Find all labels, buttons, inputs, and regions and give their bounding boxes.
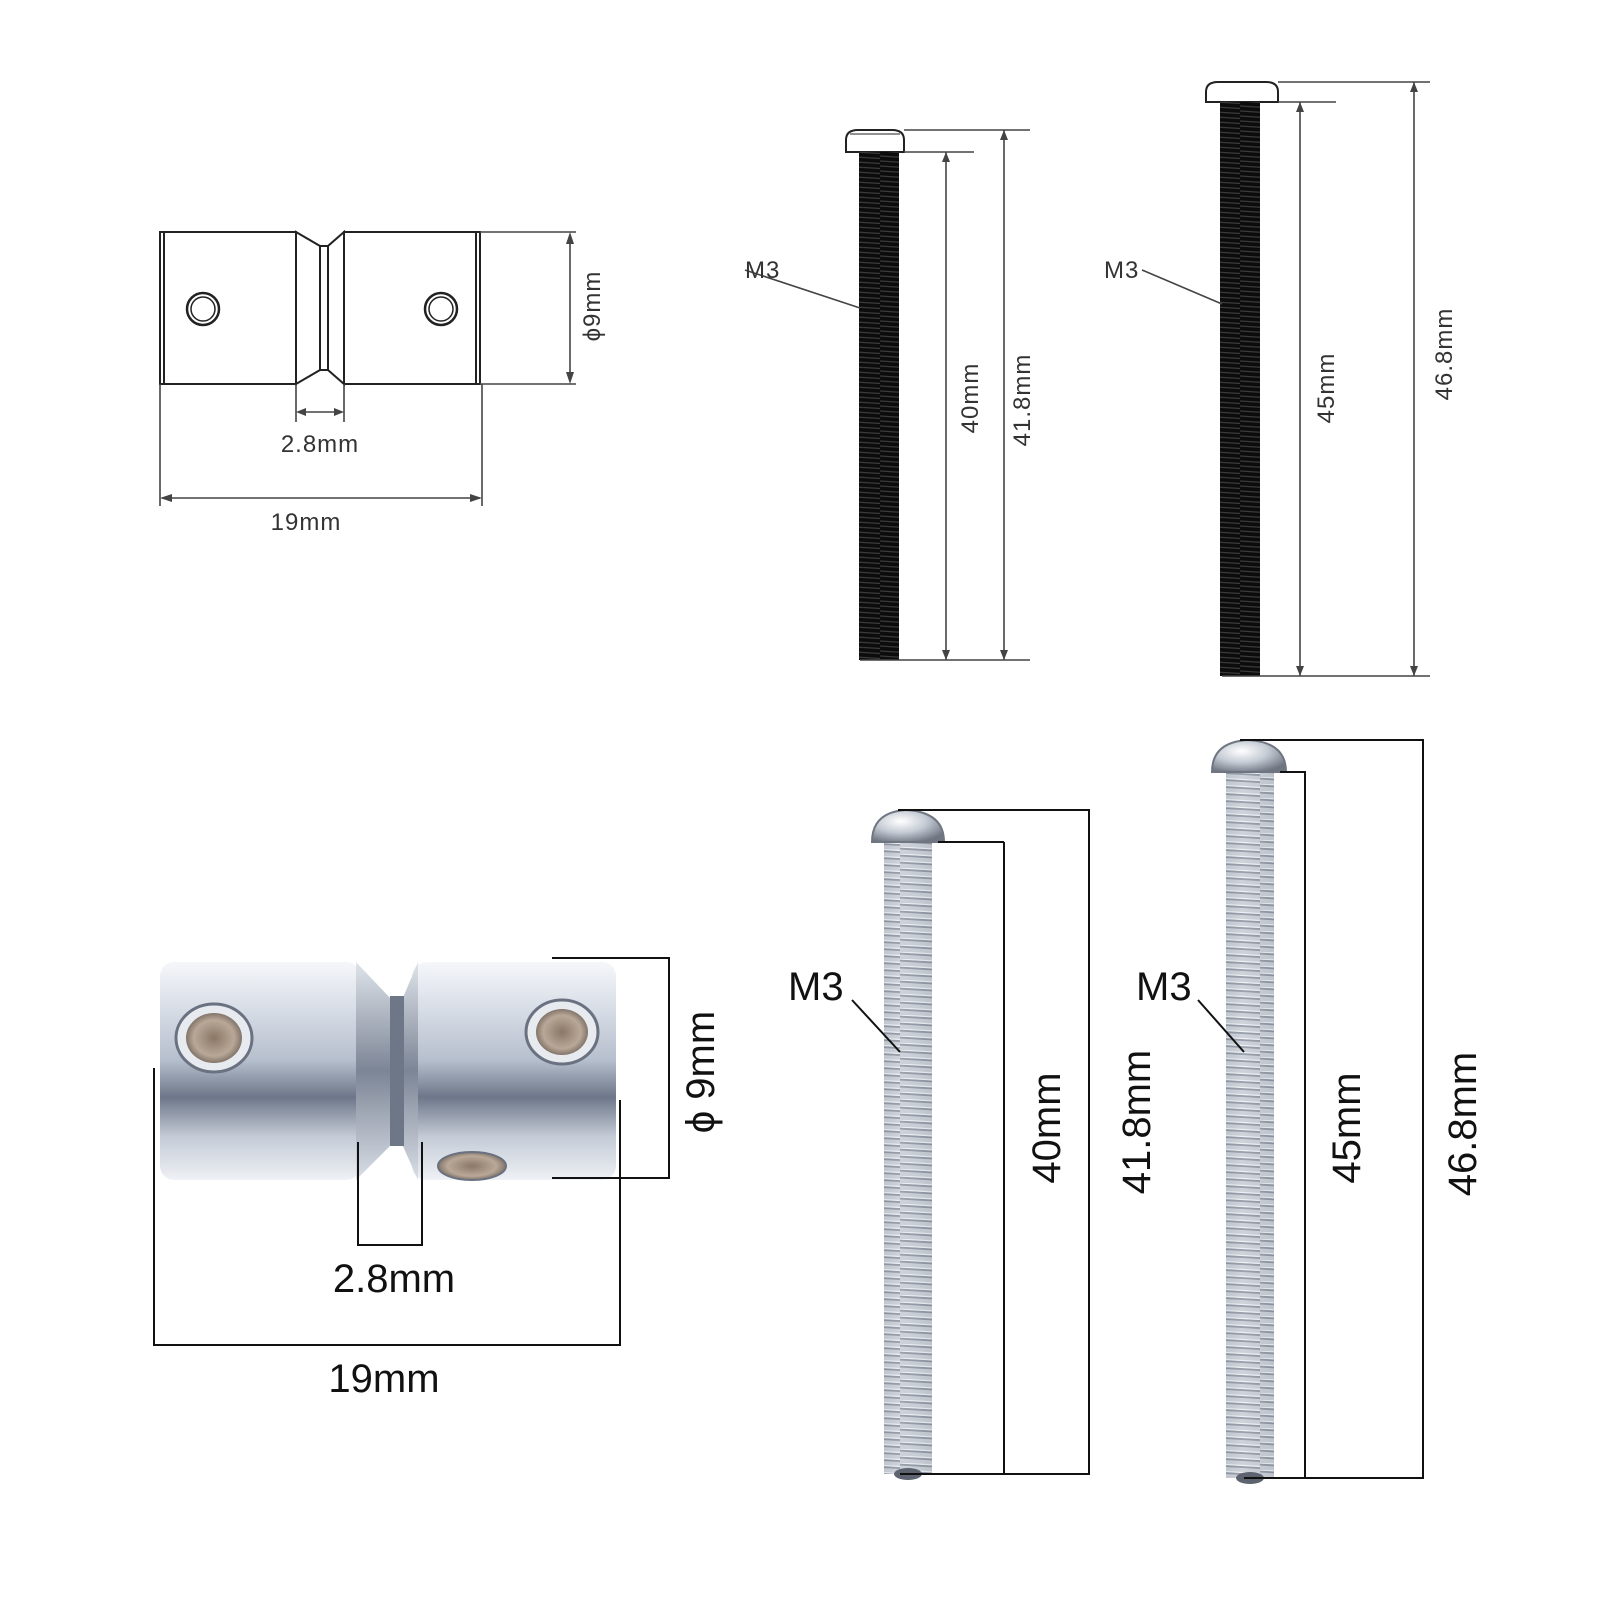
coupler-left-body — [160, 962, 360, 1180]
shank-length-label: 45mm — [1325, 1072, 1369, 1183]
screw-thread — [1220, 102, 1260, 676]
screw-head — [1210, 738, 1288, 773]
photo-screw-short: M3 40mm 41.8mm — [788, 808, 1159, 1480]
coupler-left-body — [159, 231, 297, 385]
total-length-label: 46.8mm — [1431, 308, 1458, 401]
drawing-coupler: ϕ9mm 2.8mm 19mm — [159, 229, 606, 536]
set-screw-hole — [185, 291, 221, 327]
set-screw-hole — [423, 291, 459, 327]
coupler-groove — [390, 996, 404, 1146]
photo-coupler: ϕ 9mm 2.8mm 19mm — [153, 957, 723, 1401]
screw-head — [870, 808, 946, 843]
thread-label: M3 — [1136, 965, 1192, 1009]
shank-length-label: 40mm — [957, 363, 984, 434]
coupler-length-label: 19mm — [328, 1357, 439, 1401]
screw-thread — [1226, 770, 1274, 1478]
coupler-left-taper — [295, 230, 321, 386]
screw-thread — [884, 842, 932, 1474]
total-length-label: 46.8mm — [1441, 1052, 1485, 1197]
screw-head — [1205, 81, 1279, 103]
set-screw-hole — [437, 1151, 507, 1181]
shank-length-label: 40mm — [1025, 1072, 1069, 1183]
photo-screw-long: M3 45mm 46.8mm — [1136, 738, 1485, 1484]
thread-label: M3 — [745, 257, 780, 284]
total-length-label: 41.8mm — [1009, 354, 1036, 447]
coupler-groove — [319, 245, 329, 371]
coupler-length-label: 19mm — [271, 509, 342, 536]
total-length-label: 41.8mm — [1115, 1050, 1159, 1195]
coupler-right-body — [412, 962, 616, 1180]
coupler-right-taper — [327, 229, 345, 387]
screw-thread — [859, 152, 899, 660]
shank-length-label: 45mm — [1313, 353, 1340, 424]
drawing-screw-long: M3 45mm 46.8mm — [1104, 81, 1458, 677]
coupler-diameter-label: ϕ9mm — [579, 271, 606, 342]
coupler-right-body — [343, 231, 481, 385]
coupler-groove-label: 2.8mm — [333, 1257, 455, 1301]
coupler-groove-label: 2.8mm — [281, 431, 359, 458]
coupler-diameter-label: ϕ 9mm — [679, 1011, 723, 1133]
thread-label: M3 — [1104, 257, 1139, 284]
thread-label: M3 — [788, 965, 844, 1009]
screw-head — [845, 129, 905, 153]
drawing-screw-short: M3 40mm 41.8mm — [744, 129, 1036, 661]
